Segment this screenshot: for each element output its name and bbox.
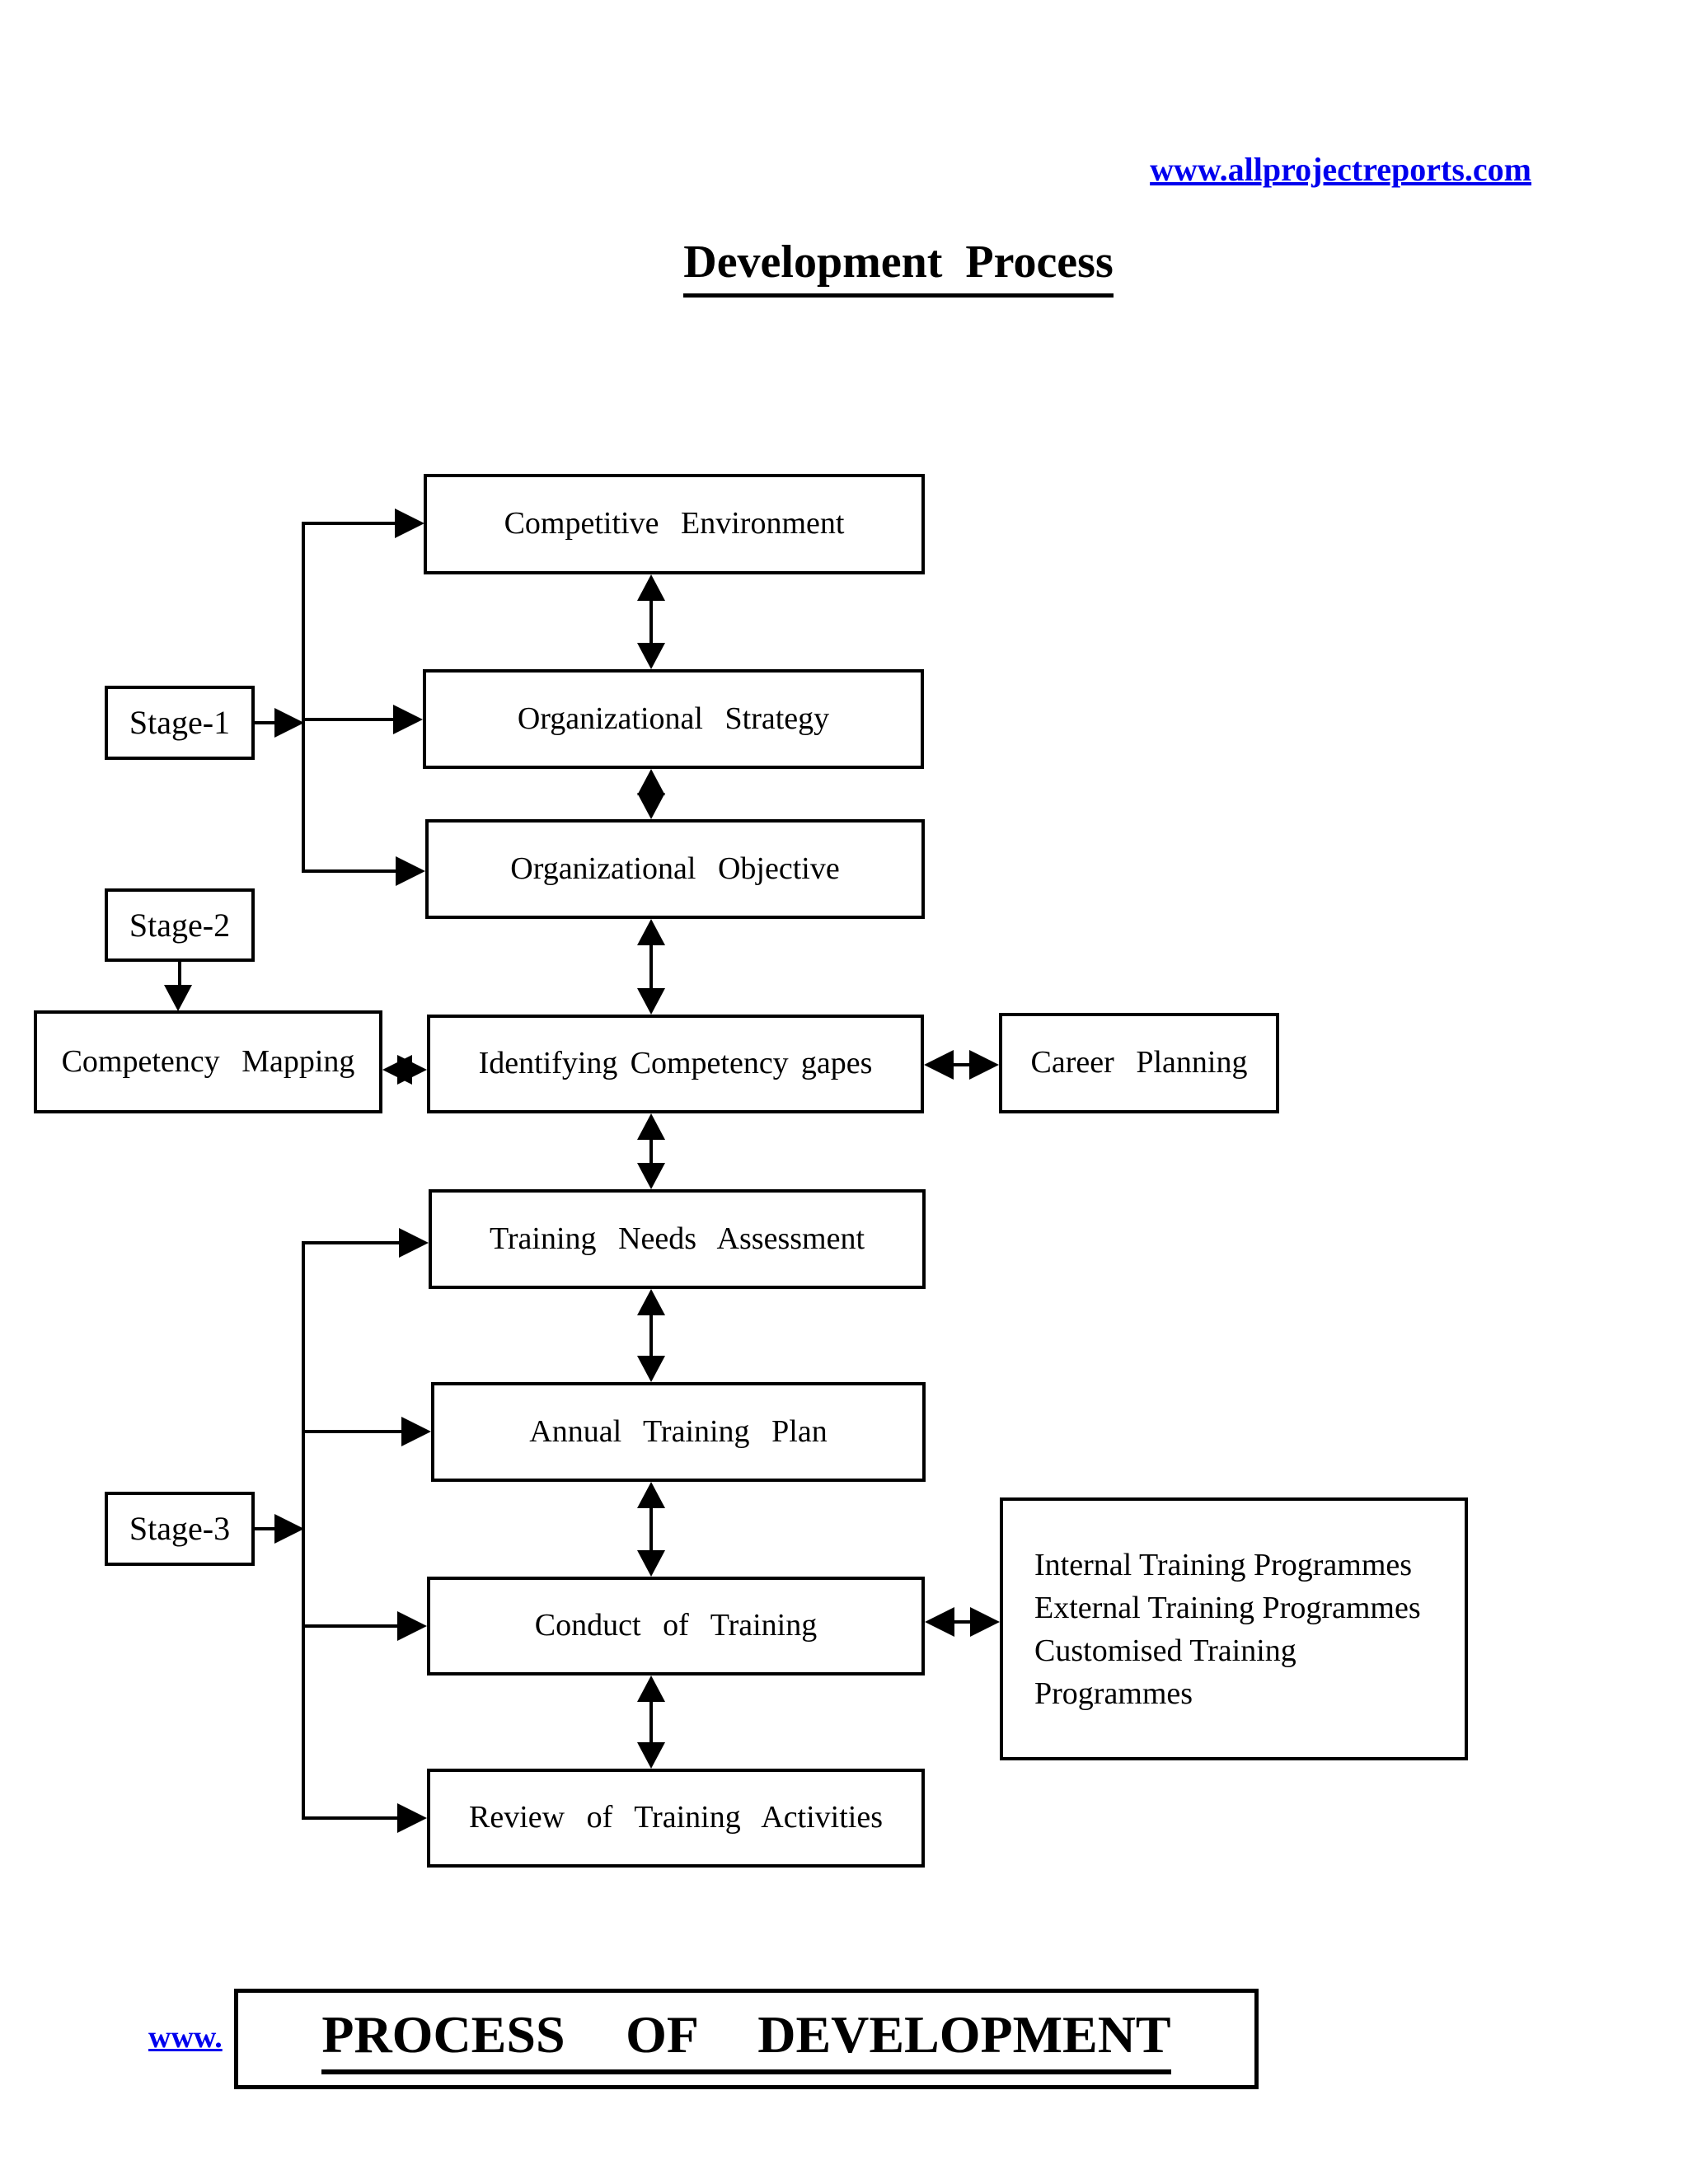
node-competency-mapping: Competency Mapping	[34, 1010, 382, 1113]
arrowhead-training-needs	[399, 1228, 429, 1258]
process-of-development-banner: PROCESS OF DEVELOPMENT	[234, 1989, 1259, 2089]
arrowhead-competitive-environment	[395, 509, 424, 538]
branch-to-conduct-of-training	[303, 1624, 399, 1628]
training-programmes-line: Programmes	[1034, 1675, 1193, 1711]
branch-to-organizational-objective	[302, 869, 397, 873]
branch-to-organizational-strategy	[303, 718, 394, 721]
training-programmes-line: Internal Training Programmes	[1034, 1547, 1413, 1582]
node-organizational-strategy: Organizational Strategy	[423, 669, 924, 769]
stage3-arrow-line	[255, 1527, 276, 1530]
node-career-planning: Career Planning	[999, 1013, 1279, 1113]
node-review-of-training-activities: Review of Training Activities	[427, 1769, 925, 1868]
stage1-arrowhead	[274, 708, 304, 738]
node-training-needs-assessment: Training Needs Assessment	[429, 1189, 926, 1289]
stage2-arrowhead	[164, 985, 192, 1011]
stage1-arrow-line	[255, 721, 276, 724]
website-link[interactable]: www.allprojectreports.com	[1150, 151, 1531, 188]
label-stage-3: Stage-3	[105, 1492, 255, 1566]
arrowhead-organizational-strategy	[393, 705, 423, 734]
arrowhead-organizational-objective	[396, 856, 425, 886]
label-stage-2: Stage-2	[105, 888, 255, 962]
branch-to-competitive-environment	[303, 522, 397, 525]
node-competitive-environment: Competitive Environment	[424, 474, 925, 574]
node-organizational-objective: Organizational Objective	[425, 819, 925, 919]
training-programmes-line: External Training Programmes	[1034, 1590, 1421, 1625]
stage2-arrow-line	[178, 962, 181, 987]
stage1-trunk-line	[302, 522, 305, 873]
footer-partial-link[interactable]: www.	[148, 2020, 223, 2055]
stage3-arrowhead	[274, 1514, 304, 1544]
label-stage-1: Stage-1	[105, 686, 255, 760]
node-training-programmes: Internal Training Programmes External Tr…	[1000, 1497, 1468, 1760]
branch-to-review	[302, 1816, 399, 1820]
arrowhead-review	[397, 1803, 427, 1833]
training-programmes-line: Customised Training	[1034, 1633, 1296, 1668]
branch-to-training-needs	[303, 1241, 401, 1244]
arrowhead-conduct-of-training	[397, 1611, 427, 1641]
node-conduct-of-training: Conduct of Training	[427, 1577, 925, 1675]
arrowhead-annual-plan	[401, 1417, 431, 1446]
node-annual-training-plan: Annual Training Plan	[431, 1382, 926, 1482]
branch-to-annual-plan	[303, 1430, 403, 1433]
node-identifying-competency-gapes: Identifying Competency gapes	[427, 1015, 924, 1113]
page-title: Development Process	[495, 236, 1302, 298]
